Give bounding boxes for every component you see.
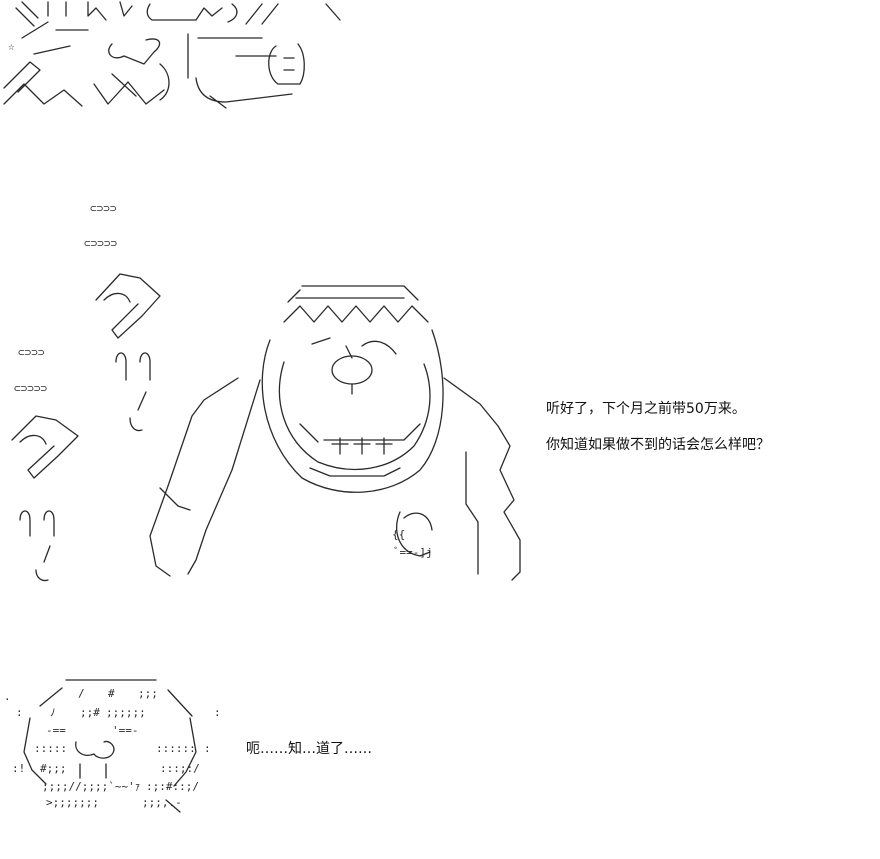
svg-text:#;;;: #;;; [40,762,67,775]
svg-text:{{: {{ [392,528,405,541]
svg-text::::;:/: :::;:/ [160,762,200,775]
svg-text:⊂⊃⊃⊃: ⊂⊃⊃⊃ [90,202,117,215]
svg-text::: : [214,706,221,719]
svg-text:>;;;;;;;: >;;;;;;; [46,796,99,809]
svg-text:ﾉ: ﾉ [50,706,56,719]
dialogue-line-threat: 听好了，下个月之前带50万来。 [546,401,746,417]
svg-text::: : [16,706,23,719]
dialogue-line-question: 你知道如果做不到的话会怎么样吧？ [546,437,770,453]
svg-text:/: / [78,687,85,700]
svg-text:-==: -== [46,724,66,737]
svg-text:#: # [108,687,115,700]
svg-text:☆: ☆ [8,40,15,53]
sound-effect-lettering: ☆ [3,1,341,109]
svg-text:;;;;//;;;;`~~'ｧ: ;;;;//;;;;`~~'ｧ [42,780,140,793]
large-character: {{ ﾞ==-]j [149,285,521,581]
small-character: : : . : :! / # ;;; ﾉ ;;# ;;;;;; -== '==-… [4,679,221,813]
svg-text::::::: ::::: [34,742,67,755]
svg-text:⊂⊃⊃⊃⊃: ⊂⊃⊃⊃⊃ [84,237,117,250]
svg-text:::::::: :::::: [156,742,196,755]
svg-text::!: :! [12,762,25,775]
svg-text:;;#: ;;# [80,706,100,719]
svg-text:.: . [4,690,11,703]
svg-text:;;;,.-: ;;;,.- [142,796,182,809]
left-sound-marks: ⊂⊃⊃⊃ ⊂⊃⊃⊃⊃ ⊂⊃⊃⊃ ⊂⊃⊃⊃⊃ [11,202,161,582]
svg-text:;;;;;;: ;;;;;; [106,706,146,719]
svg-text:ﾞ==-]j: ﾞ==-]j [394,546,433,559]
svg-text:⊂⊃⊃⊃: ⊂⊃⊃⊃ [18,346,45,359]
svg-text:⊂⊃⊃⊃⊃: ⊂⊃⊃⊃⊃ [14,382,47,395]
svg-text::: : [204,742,211,755]
svg-text::;:#::;/: :;:#::;/ [146,780,199,793]
svg-text:;;;: ;;; [138,687,158,700]
dialogue-line-reply: 呃……知…道了…… [246,741,372,757]
svg-text:'==-: '==- [112,724,139,737]
